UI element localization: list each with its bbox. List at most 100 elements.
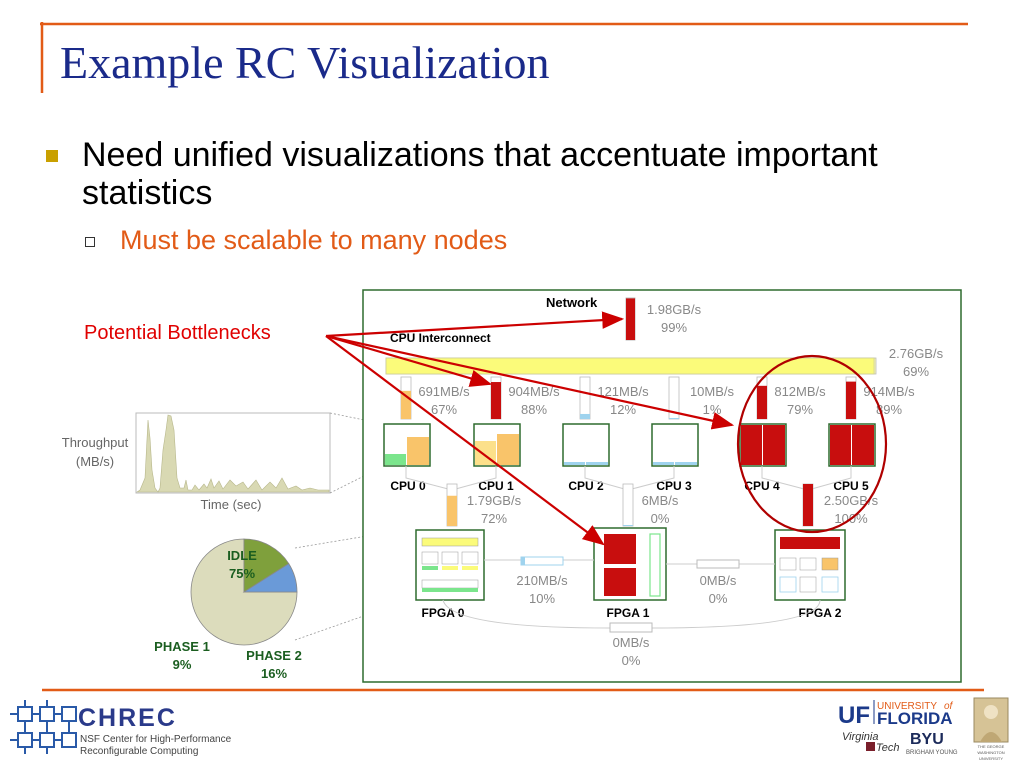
fpga1-block [649,533,661,597]
cpu1-label: CPU 1 [478,479,514,493]
phase-pie-chart [190,538,298,646]
cpu2-core-bar [564,462,585,465]
throughput-area [136,414,330,493]
pie-label-phase2: PHASE 2 [246,648,302,663]
gw-line3: UNIVERSITY [979,756,1003,761]
fpga2-block [779,576,797,593]
cpu0-link-fill [401,390,411,419]
cpu-fpga-link1-fill [623,525,633,526]
cpu0-core-bar [385,454,406,465]
throughput-xlabel: Time (sec) [201,497,262,512]
link-cpu3-fpga1-pct: 0% [651,511,670,526]
cpu2-pct: 12% [610,402,636,417]
interconnect-bar-fill [385,357,875,375]
pie-value-idle: 75% [229,566,255,581]
cpu2-rate: 121MB/s [597,384,649,399]
fpga1-block-hot [604,568,636,596]
fpga1-fpga2-pct: 0% [709,591,728,606]
cpu4-rate: 812MB/s [774,384,826,399]
fpga2-block [799,557,817,571]
arrow-to-fpga1 [325,335,605,546]
cpu4-core-bar [763,425,785,465]
bottleneck-highlight-ellipse [736,354,888,534]
byu-wordmark: BYU [910,731,944,748]
interconnect-pct: 69% [903,364,929,379]
gw-line1: THE GEORGE [978,744,1005,749]
throughput-ylabel-2: (MB/s) [76,454,114,469]
fpga0-block [421,537,479,547]
vt-line2: Tech [876,742,899,754]
cpu3-fpga-connector [627,466,675,491]
slide-title: Example RC Visualization [60,37,550,88]
cpu2-core-bar [586,462,608,465]
chrec-wordmark: CHREC [78,704,177,732]
cpu3-core-bar [675,462,697,465]
pie-slice-phase-1 [242,563,298,593]
network-bar-fill [626,298,635,340]
cpu0-core-bar [407,437,429,465]
fpga2-block [821,576,839,593]
fpga0-block [461,551,479,565]
fpga0-fpga1-rate: 210MB/s [516,573,568,588]
bullet-square-icon [46,150,58,162]
diagram-frame [362,289,962,683]
fpga2-block [799,576,817,593]
network-rate: 1.98GB/s [647,302,702,317]
cpu1-fpga-connector [451,466,497,491]
uf-of: of [944,701,954,712]
chrec-sub2: Reconfigurable Computing [80,746,198,757]
cpu2-label: CPU 2 [568,479,604,493]
byu-sub: BRIGHAM YOUNG [906,750,958,756]
uf-university: UNIVERSITY [877,701,937,712]
interconnect-rate: 2.76GB/s [889,346,944,361]
link-cpu3-fpga1-rate: 6MB/s [642,493,679,508]
fpga0-block [422,566,438,570]
arrow-to-network [325,311,625,338]
sub-bullet-square-icon [85,237,95,247]
chrec-sub1: NSF Center for High-Performance [80,734,232,745]
vt-logo-icon [866,742,875,751]
bottleneck-annotation: Potential Bottlenecks [84,322,271,344]
vt-line1: Virginia [842,731,879,743]
interconnect-label: CPU Interconnect [390,331,491,345]
cpu4-link-fill [757,385,767,419]
cpu4-label: CPU 4 [744,479,780,493]
cpu2-link-fill [580,413,590,419]
fpga0-fpga2-rate: 0MB/s [613,635,650,650]
pie-value-phase1: 9% [173,657,192,672]
fpga2-block [779,557,797,571]
pie-label-idle: IDLE [227,548,257,563]
network-pct: 99% [661,320,687,335]
network-label: Network [546,295,598,310]
cpu5-fpga-connector [807,466,852,491]
cpu3-box [651,423,699,467]
fpga0-label: FPGA 0 [422,606,465,620]
cpu2-box [562,423,610,467]
fpga0-block [462,566,478,570]
cpu4-pct: 79% [787,402,813,417]
arrow-to-cpu1 [325,334,493,387]
fpga2-block [821,557,839,571]
cpu5-rate: 914MB/s [863,384,915,399]
cpu5-link-fill [846,381,856,419]
cpu3-label: CPU 3 [656,479,692,493]
fpga0-fpga2-bar [609,622,653,633]
cpu4-fpga-connector [761,466,809,491]
cpu0-pct: 67% [431,402,457,417]
cpu0-rate: 691MB/s [418,384,470,399]
chrec-logo-icon [10,700,77,754]
fpga0-fpga1-bar-fill [521,557,525,565]
fpga0-block [442,566,458,570]
bullet-text-main: Need unified visualizations that accentu… [82,136,878,212]
fpga0-block [422,588,478,592]
bullet-text-sub: Must be scalable to many nodes [120,225,508,255]
fpga1-block-hot [604,534,636,564]
throughput-ylabel-1: Throughput [62,435,129,450]
cpu1-rate: 904MB/s [508,384,560,399]
uf-florida: FLORIDA [877,709,953,728]
cpu0-label: CPU 0 [390,479,426,493]
